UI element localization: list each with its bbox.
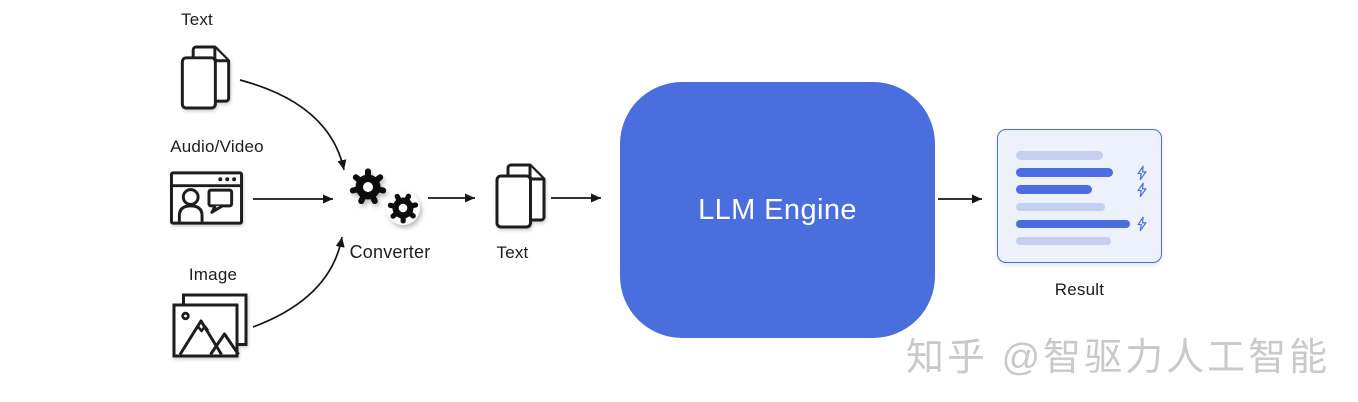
gear-small: [387, 193, 419, 224]
result-bar-row: [1016, 198, 1153, 215]
documents-icon: [178, 45, 233, 115]
result-bar-light: [1016, 236, 1111, 246]
lightning-icon: [1136, 165, 1148, 180]
watermark-text: 知乎 @智驱力人工智能: [906, 337, 1331, 379]
documents-icon: [493, 163, 548, 234]
result-bar-row: [1016, 181, 1153, 198]
lightning-icon: [1136, 182, 1148, 197]
result-bar-dark: [1016, 219, 1130, 229]
input-audio-video-label: Audio/Video: [170, 137, 264, 156]
gears-icon: [344, 162, 424, 235]
result-bar-dark: [1016, 185, 1092, 194]
converter-label: Converter: [349, 242, 431, 262]
lightning-icon: [1136, 216, 1148, 232]
media-window-icon: [170, 171, 243, 230]
llm-engine-box: LLM Engine: [620, 82, 935, 338]
arrow-image-to-converter: [252, 236, 345, 328]
llm-engine-label: LLM Engine: [698, 193, 857, 226]
images-icon: [172, 293, 248, 363]
result-bar-light: [1016, 202, 1105, 212]
result-bar-row: [1016, 164, 1153, 181]
input-image-label: Image: [188, 265, 238, 284]
gear-large: [349, 168, 387, 205]
input-text-label: Text: [181, 10, 213, 29]
result-bar-row: [1016, 215, 1153, 232]
result-label: Result: [1054, 280, 1105, 299]
result-bar-dark: [1016, 168, 1113, 177]
result-card: [997, 129, 1162, 263]
result-bars: [1016, 147, 1153, 252]
result-bar-row: [1016, 147, 1153, 164]
result-bar-light: [1016, 151, 1103, 160]
intermediate-text-label: Text: [496, 243, 529, 262]
result-bar-row: [1016, 232, 1153, 249]
